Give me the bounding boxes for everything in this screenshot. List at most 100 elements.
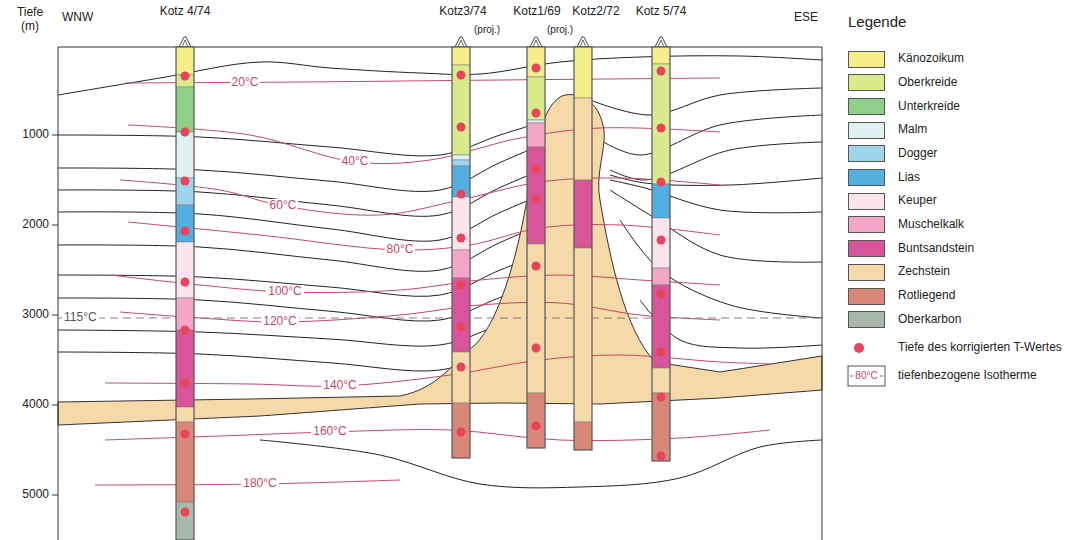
isotherm-label: 115°C (62, 311, 99, 325)
temperature-point (457, 190, 466, 199)
borehole-segment (574, 180, 592, 248)
temperature-point (657, 124, 666, 133)
boundary-line (58, 135, 565, 191)
temperature-point (657, 236, 666, 245)
depth-tick: 1000 (22, 128, 49, 142)
depth-tick-mark (52, 495, 58, 496)
borehole (652, 37, 670, 461)
boundary-line (58, 56, 822, 95)
isotherm-line (125, 78, 720, 83)
legend-swatch (848, 74, 885, 91)
legend-text: Lias (898, 171, 920, 185)
legend-text: Unterkreide (898, 100, 960, 114)
projection-note: (proj.) (547, 24, 573, 36)
isotherm-label: 20°C (230, 76, 261, 90)
depth-tick-mark (52, 405, 58, 406)
borehole-segment (527, 47, 545, 77)
legend-isotherm-value: 80°C (853, 370, 879, 382)
boundary-line (58, 115, 565, 156)
temperature-point (457, 363, 466, 372)
temperature-point (457, 281, 466, 290)
borehole-segment (527, 77, 545, 120)
borehole-segment (452, 403, 470, 458)
borehole-segment (176, 132, 194, 178)
isotherm-line (110, 275, 720, 293)
derrick-symbol (533, 40, 539, 47)
frame-line (822, 47, 823, 540)
legend-text: Buntsandstein (898, 242, 974, 256)
borehole-segment (574, 422, 592, 450)
borehole-outline (452, 47, 470, 458)
direction-label: ESE (794, 11, 818, 25)
isotherm-label: 40°C (340, 155, 371, 169)
legend-text: Oberkarbon (898, 313, 961, 327)
legend-text: Känozoikum (898, 52, 964, 66)
legend-text: Tiefe des korrigierten T-Wertes (898, 341, 1062, 355)
legend-text: Rotliegend (898, 289, 955, 303)
borehole-segment (452, 278, 470, 352)
borehole-segment (527, 120, 545, 123)
axis-title: Tiefe (m) (12, 6, 48, 34)
legend-text: Zechstein (898, 265, 950, 279)
borehole-segment (176, 330, 194, 407)
legend-isotherm-box (848, 366, 885, 386)
formation-boundaries (58, 56, 822, 488)
borehole-segment (176, 422, 194, 502)
temperature-point (657, 393, 666, 402)
borehole-segment (652, 285, 670, 368)
depth-tick: 3000 (22, 308, 49, 322)
borehole-segment (452, 47, 470, 65)
boundary-line (58, 160, 565, 216)
derrick-symbol (530, 37, 542, 47)
boundary-line (600, 115, 822, 155)
temperature-point (457, 123, 466, 132)
borehole-outline (176, 47, 194, 540)
derrick-symbol (458, 40, 464, 47)
temperature-point (181, 227, 190, 236)
boundary-line (620, 220, 822, 318)
isotherm-115-line (58, 318, 822, 319)
isotherm-label: 120°C (261, 315, 299, 329)
borehole-outline (652, 47, 670, 461)
isotherm-label: 100°C (266, 285, 304, 299)
legend-heading: Legende (848, 13, 906, 30)
borehole-name: Kotz 4/74 (160, 5, 211, 19)
legend-swatch (848, 311, 885, 328)
temperature-point (457, 323, 466, 332)
borehole-segment (574, 47, 592, 98)
legend-text: Malm (898, 123, 927, 137)
borehole-segment (527, 123, 545, 147)
borehole-segment (574, 98, 592, 180)
temperature-point (532, 109, 541, 118)
boundary-line (58, 275, 565, 321)
temperature-point (457, 234, 466, 243)
derrick-symbol (577, 37, 589, 47)
temperature-point (181, 326, 190, 335)
isotherm-label: 140°C (321, 379, 359, 393)
borehole-segment (574, 248, 592, 422)
boundary-line (58, 215, 565, 271)
legend-swatch (848, 264, 885, 281)
temperature-point (532, 344, 541, 353)
temperature-point (457, 428, 466, 437)
isotherms (58, 78, 822, 485)
legend-text: Oberkreide (898, 76, 957, 90)
legend-text: Keuper (898, 194, 937, 208)
borehole-segment (652, 393, 670, 461)
derrick-symbol (455, 37, 467, 47)
isotherm-line (128, 222, 720, 250)
borehole-segment (176, 205, 194, 242)
borehole (574, 37, 592, 450)
derrick-symbol (658, 40, 664, 47)
borehole-segment (527, 147, 545, 244)
borehole-segment (452, 250, 470, 278)
boundary-line (610, 175, 822, 185)
temperature-point (181, 508, 190, 517)
frame-line (58, 47, 59, 540)
borehole-name: Kotz2/72 (572, 5, 619, 19)
frame-line (58, 47, 822, 48)
isotherm-line (120, 178, 720, 215)
legend-swatch (848, 240, 885, 257)
borehole-name: Kotz3/74 (439, 5, 486, 19)
isotherm-line (128, 125, 720, 164)
